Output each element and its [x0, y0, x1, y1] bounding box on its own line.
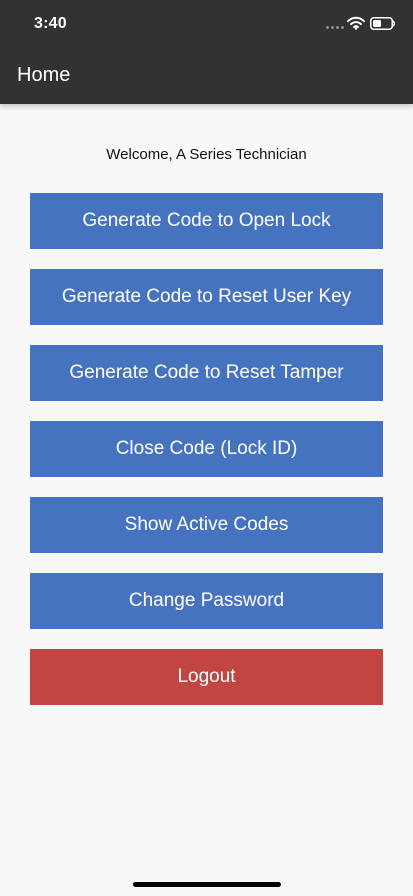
generate-open-lock-code-button[interactable]: Generate Code to Open Lock [30, 193, 383, 249]
signal-dot [336, 26, 339, 29]
app-header: 3:40 Home [0, 0, 413, 104]
generate-reset-user-key-code-button[interactable]: Generate Code to Reset User Key [30, 269, 383, 325]
status-time: 3:40 [34, 15, 67, 32]
signal-dot [326, 26, 329, 29]
cellular-signal-icon [326, 24, 344, 29]
change-password-button[interactable]: Change Password [30, 573, 383, 629]
home-content: Welcome, A Series Technician Generate Co… [0, 104, 413, 896]
close-code-lock-id-button[interactable]: Close Code (Lock ID) [30, 421, 383, 477]
generate-reset-tamper-code-button[interactable]: Generate Code to Reset Tamper [30, 345, 383, 401]
status-bar: 3:40 [0, 0, 413, 48]
signal-dot [341, 26, 344, 29]
show-active-codes-button[interactable]: Show Active Codes [30, 497, 383, 553]
logout-button[interactable]: Logout [30, 649, 383, 705]
signal-dot [331, 26, 334, 29]
welcome-message: Welcome, A Series Technician [106, 146, 307, 163]
home-indicator [133, 882, 281, 887]
page-title: Home [17, 64, 71, 86]
battery-icon [370, 17, 395, 30]
wifi-icon [347, 16, 365, 30]
